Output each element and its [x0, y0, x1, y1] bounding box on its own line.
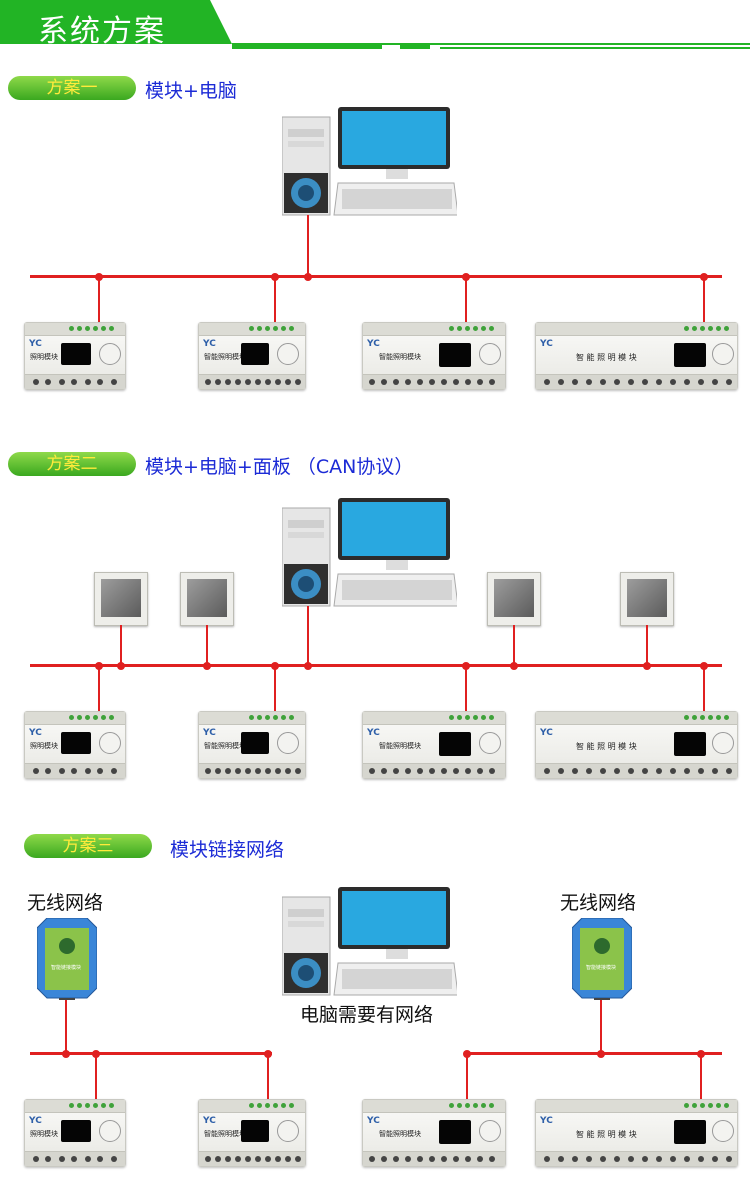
pc-link-1: [307, 215, 309, 278]
module-link: [703, 666, 705, 716]
module-name: 照明模块: [30, 1130, 58, 1138]
brand-logo: YC: [367, 1116, 380, 1126]
wireless-network-label-right: 无线网络: [560, 892, 637, 914]
module-link: [465, 666, 467, 716]
panel-link: [513, 625, 515, 667]
lighting-module-medium: YC 智能照明模块: [198, 711, 306, 779]
brand-logo: YC: [29, 728, 42, 738]
bus-node: [510, 662, 518, 670]
lighting-module-large: YC 智能照明模块: [362, 1099, 506, 1167]
wall-panel: [487, 572, 541, 626]
bus-node: [304, 273, 312, 281]
module-link: [466, 1054, 468, 1104]
brand-logo: YC: [540, 339, 553, 349]
scheme-3-pill: 方案三: [24, 834, 152, 858]
module-link: [267, 1054, 269, 1104]
brand-logo: YC: [203, 728, 216, 738]
module-name: 智能照明模块: [204, 1130, 246, 1138]
bus-node: [62, 1050, 70, 1058]
module-network-segment-2: [466, 1052, 722, 1055]
can-bus-2: [30, 664, 722, 667]
wall-panel: [620, 572, 674, 626]
module-name: 智能照明模块: [379, 1130, 421, 1138]
lighting-module-medium: YC 智能照明模块: [198, 322, 306, 390]
lighting-module-xlarge: YC 智 能 照 明 模 块: [535, 1099, 738, 1167]
brand-logo: YC: [29, 339, 42, 349]
device-title: 智能链接模块: [586, 965, 617, 971]
lighting-module-large: YC 智能照明模块: [362, 711, 506, 779]
module-name: 照明模块: [30, 353, 58, 361]
section-header-banner: [0, 0, 750, 50]
module-network-segment-1: [30, 1052, 272, 1055]
scheme-2-pill: 方案二: [8, 452, 136, 476]
scheme-1-desc: 模块+电脑: [145, 80, 237, 102]
wireless-link-module-right: 智能链接模块: [571, 917, 633, 1000]
can-bus-1: [30, 275, 722, 278]
brand-logo: YC: [367, 728, 380, 738]
bus-node: [304, 662, 312, 670]
module-link: [703, 277, 705, 327]
panel-link: [206, 625, 208, 667]
module-link: [98, 666, 100, 716]
brand-logo: YC: [203, 1116, 216, 1126]
computer-2: [281, 498, 459, 608]
module-name: 智 能 照 明 模 块: [576, 742, 637, 751]
module-name: 智能照明模块: [204, 353, 246, 361]
bus-node: [643, 662, 651, 670]
lighting-module-xlarge: YC 智 能 照 明 模 块: [535, 322, 738, 390]
lighting-module-small: YC 照明模块: [24, 1099, 126, 1167]
section-title: 系统方案: [38, 14, 166, 49]
module-link: [274, 666, 276, 716]
brand-logo: YC: [540, 1116, 553, 1126]
module-name: 智能照明模块: [204, 742, 246, 750]
panel-link: [120, 625, 122, 667]
module-link: [465, 277, 467, 327]
lighting-module-small: YC 照明模块: [24, 322, 126, 390]
module-name: 照明模块: [30, 742, 58, 750]
lighting-module-small: YC 照明模块: [24, 711, 126, 779]
brand-logo: YC: [540, 728, 553, 738]
pc-network-caption: 电脑需要有网络: [300, 1004, 434, 1026]
module-name: 智 能 照 明 模 块: [576, 353, 637, 362]
wireless-network-label-left: 无线网络: [27, 892, 104, 914]
wall-panel: [180, 572, 234, 626]
wall-panel: [94, 572, 148, 626]
module-link: [700, 1054, 702, 1104]
lighting-module-xlarge: YC 智 能 照 明 模 块: [535, 711, 738, 779]
pc-link-2: [307, 606, 309, 667]
bus-node: [597, 1050, 605, 1058]
module-name: 智 能 照 明 模 块: [576, 1130, 637, 1139]
module-name: 智能照明模块: [379, 353, 421, 361]
brand-logo: YC: [29, 1116, 42, 1126]
device-title: 智能链接模块: [51, 965, 82, 971]
wireless-link-module-left: 智能链接模块: [36, 917, 98, 1000]
scheme-3-desc: 模块链接网络: [170, 839, 285, 861]
module-link: [98, 277, 100, 327]
bus-node: [203, 662, 211, 670]
scheme-1-pill: 方案一: [8, 76, 136, 100]
bus-node: [117, 662, 125, 670]
wireless-link-left: [65, 1000, 67, 1054]
brand-logo: YC: [367, 339, 380, 349]
module-link: [95, 1054, 97, 1104]
scheme-2-desc: 模块+电脑+面板 （CAN协议）: [145, 456, 414, 478]
computer-3: [281, 887, 459, 997]
computer-1: [281, 107, 459, 217]
lighting-module-medium: YC 智能照明模块: [198, 1099, 306, 1167]
module-link: [274, 277, 276, 327]
panel-link: [646, 625, 648, 667]
wireless-link-right: [600, 1000, 602, 1054]
brand-logo: YC: [203, 339, 216, 349]
lighting-module-large: YC 智能照明模块: [362, 322, 506, 390]
module-name: 智能照明模块: [379, 742, 421, 750]
